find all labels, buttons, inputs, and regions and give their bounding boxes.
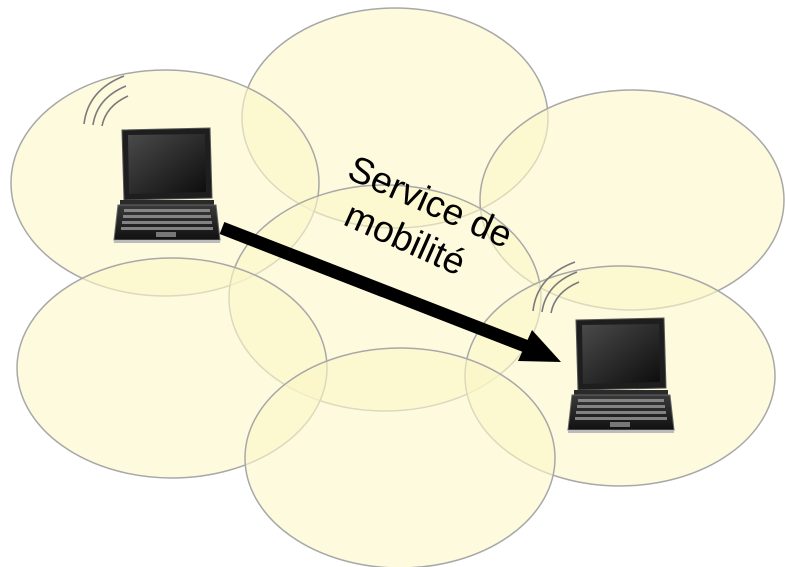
- laptop-icon: [567, 317, 675, 434]
- source-laptop: [83, 75, 221, 244]
- wifi-signal-icon: [532, 261, 580, 314]
- coverage-cells: [10, 7, 785, 567]
- laptop-icon: [113, 127, 221, 244]
- mobility-arrow: [219, 221, 561, 362]
- wifi-signal-icon: [83, 75, 129, 127]
- coverage-cell: [244, 347, 556, 567]
- destination-laptop: [532, 261, 675, 434]
